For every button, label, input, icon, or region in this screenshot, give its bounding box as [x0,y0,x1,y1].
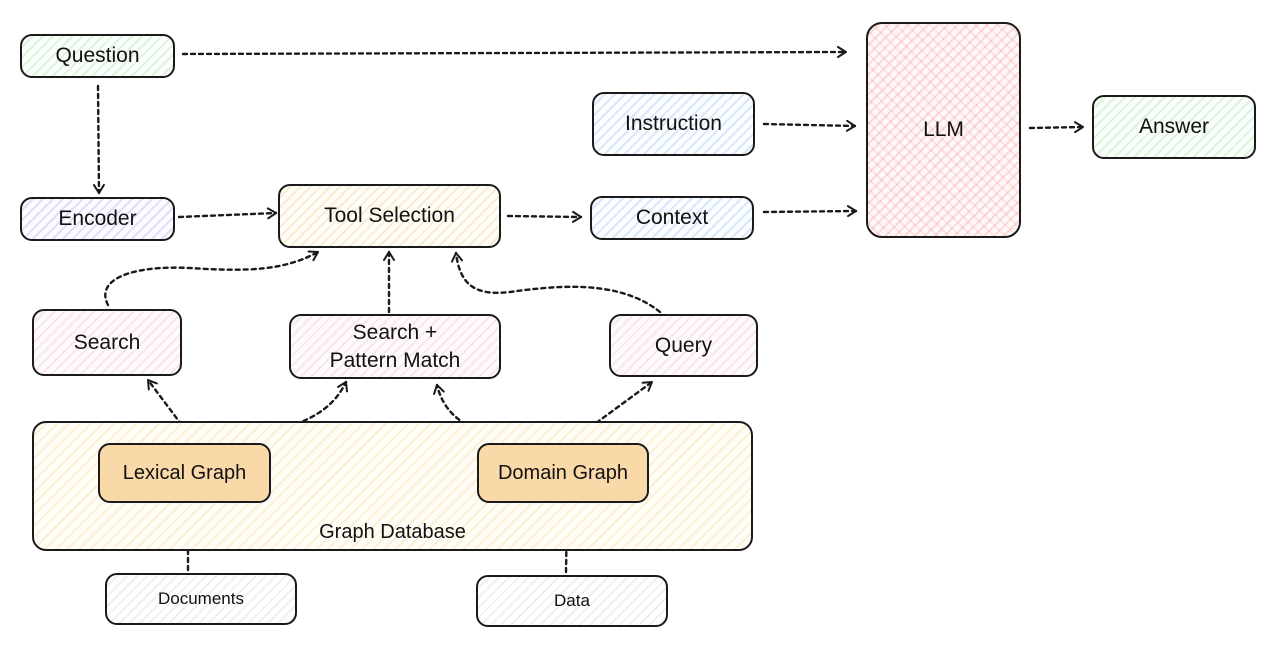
lexical-graph-label: Lexical Graph [122,462,247,484]
llm-node: LLM [866,22,1021,238]
llm-label: LLM [923,118,964,142]
encoder-label: Encoder [58,207,137,231]
context-label: Context [635,206,709,230]
search-pattern-match-label: Search + Pattern Match [329,321,461,372]
tool-selection-node: Tool Selection [278,184,501,248]
graph-database-label: Graph Database [319,521,466,543]
encoder-node: Encoder [20,197,175,241]
documents-node: Documents [105,573,297,625]
search-pattern-match-node: Search + Pattern Match [289,314,501,379]
edge-lexical-search [146,378,198,446]
instruction-node: Instruction [592,92,755,156]
edge-question-llm [181,46,848,59]
answer-label: Answer [1138,115,1210,139]
context-node: Context [590,196,754,240]
edge-encoder-tool-selection [177,207,278,220]
edge-tool-selection-context [506,210,583,223]
search-label: Search [73,330,141,354]
domain-graph-label: Domain Graph [497,462,629,484]
edge-question-encoder [92,84,105,195]
instruction-label: Instruction [625,112,722,136]
data-node: Data [476,575,668,627]
domain-graph-node: Domain Graph [477,443,649,503]
question-label: Question [55,44,140,68]
question-node: Question [20,34,175,78]
data-label: Data [554,590,590,610]
edge-instruction-llm [762,119,857,132]
tool-selection-label: Tool Selection [324,204,455,228]
documents-label: Documents [158,588,244,608]
query-node: Query [609,314,758,377]
lexical-graph-node: Lexical Graph [98,443,271,503]
edge-search-tool-selection [104,250,320,307]
edge-context-llm [762,205,858,218]
edge-query-tool-selection [451,251,662,314]
search-node: Search [32,309,182,376]
edge-llm-answer [1028,121,1085,134]
answer-node: Answer [1092,95,1256,159]
query-label: Query [654,333,713,357]
